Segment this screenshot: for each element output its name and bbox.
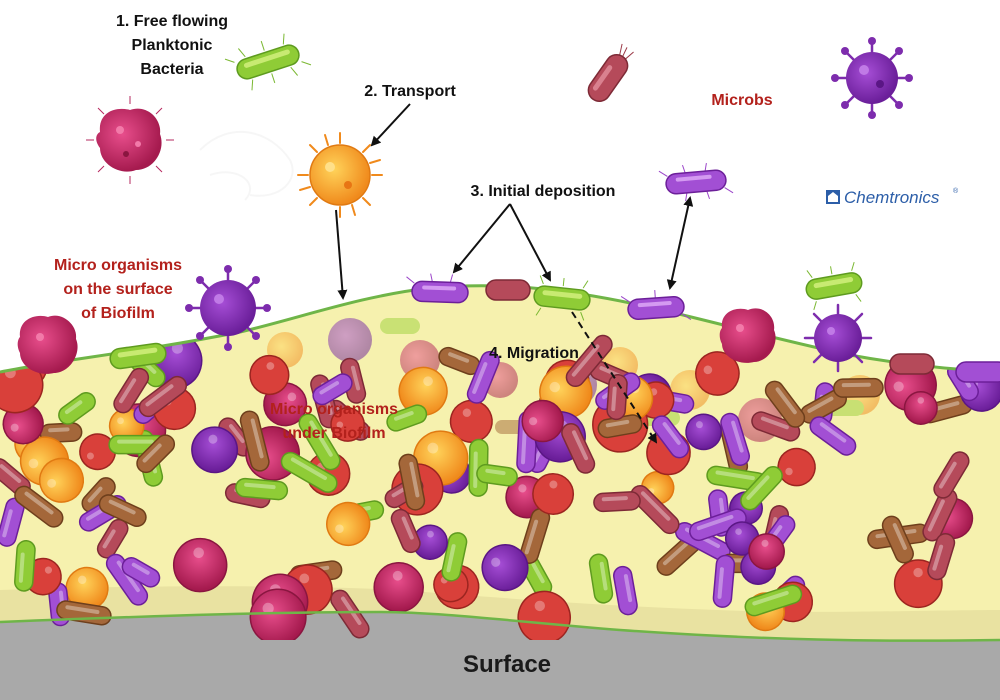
surface-organisms-label-line3: of Biofilm [81,305,155,322]
chemtronics-logo: Chemtronics ® [826,187,959,207]
red-rod-bacterium-icon [607,374,628,420]
orange-coccus-icon [298,133,382,217]
under-organisms-label-line2: under Biofilm [282,425,385,442]
chemtronics-logo-registered: ® [953,187,959,195]
purple-rod-bacterium-icon [956,362,1000,382]
green-rod-bacterium-icon [235,478,288,500]
step1-label-line2: Planktonic [132,37,213,54]
purple-virus-icon [805,305,871,371]
magenta-cluster-icon [720,308,776,362]
step2-label: 2. Transport [364,83,456,100]
purple-rod-bacterium-icon [406,273,469,303]
background-wisps [200,132,293,200]
arrow-icon [670,198,690,288]
purple-virus-icon [328,318,372,362]
purple-virus-icon [185,265,271,351]
purple-rod-bacterium-icon [659,161,734,203]
step3-label: 3. Initial deposition [471,183,616,200]
red-rod-bacterium-icon [890,354,934,374]
arrow-icon [454,204,510,272]
brown-rod-bacterium-icon [834,378,884,397]
magenta-cluster-icon [18,316,78,374]
purple-virus-icon [831,37,913,119]
surface-organisms-label-line2: on the surface [63,281,172,298]
microbs-label: Microbs [711,92,772,109]
purple-rod-bacterium-icon [713,555,735,608]
surface-organisms-label-line1: Micro organisms [54,257,182,274]
green-rod-bacterium-icon [380,318,420,334]
under-organisms-label-line1: Micro organisms [270,401,398,418]
green-rod-bacterium-icon [14,540,35,591]
arrow-icon [372,104,410,145]
red-rod-bacterium-icon [584,42,638,105]
magenta-cluster-icon [86,96,174,184]
arrow-icon [336,210,343,298]
step4-label: 4. Migration [489,345,579,362]
green-rod-bacterium-icon [223,29,313,96]
red-rod-bacterium-icon [486,280,530,300]
green-rod-bacterium-icon [803,261,865,310]
step1-label-line3: Bacteria [140,61,203,78]
surface-label: Surface [463,651,551,678]
arrow-icon [510,204,550,280]
red-rod-bacterium-icon [593,491,640,511]
chemtronics-logo-text: Chemtronics [844,188,940,207]
step1-label-line1: 1. Free flowing [116,13,228,30]
